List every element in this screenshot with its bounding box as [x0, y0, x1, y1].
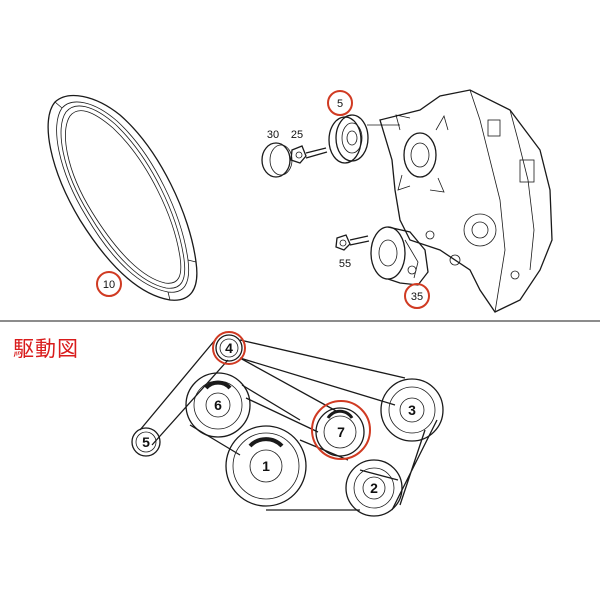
bolt-small-part	[290, 145, 328, 164]
pulley-1	[225, 425, 307, 507]
label-belt: 10	[103, 279, 115, 291]
pulley-4-highlight	[212, 331, 246, 365]
belt-callout-circle	[96, 271, 122, 297]
bolt-tensioner-part	[335, 234, 370, 251]
serpentine-belt	[47, 94, 198, 301]
pulley-4	[215, 334, 243, 362]
pulley-3-number: 3	[408, 402, 416, 418]
pulley-4-number: 4	[225, 340, 233, 356]
idler-pulley-part	[328, 114, 369, 164]
belt-routing-path	[139, 339, 438, 511]
tensioner-part	[370, 226, 429, 286]
pulley-7-number: 7	[337, 424, 345, 440]
pulley-2-number: 2	[370, 480, 378, 496]
tensioner-callout-circle	[404, 283, 430, 309]
label-bolt-tensioner: 55	[339, 258, 351, 270]
pulley-2	[345, 459, 403, 517]
engine-cover	[367, 89, 553, 313]
pulley-5	[131, 427, 161, 457]
label-cap: 30	[267, 129, 279, 141]
idler-callout-circle	[327, 90, 353, 116]
pulley-7	[315, 407, 365, 457]
pulley-6	[185, 372, 251, 438]
label-bolt-small: 25	[291, 129, 303, 141]
diagram-title: 駆動図	[13, 337, 79, 361]
pulley-3	[380, 378, 444, 442]
pulley-6-number: 6	[214, 397, 222, 413]
cap-part	[261, 142, 293, 178]
pulley-7-highlight	[311, 400, 371, 460]
label-tensioner: 35	[411, 291, 423, 303]
label-idler-pulley: 5	[337, 98, 343, 110]
pulley-5-number: 5	[142, 434, 150, 450]
pulley-1-number: 1	[262, 458, 270, 474]
